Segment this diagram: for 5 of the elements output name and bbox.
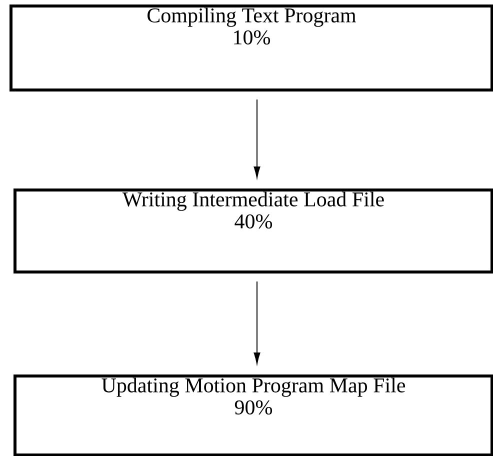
process-box: Writing Intermediate Load File 40% <box>14 188 493 274</box>
process-box: Compiling Text Program 10% <box>10 4 493 92</box>
arrow <box>254 281 260 364</box>
arrow <box>254 99 260 178</box>
process-box: Updating Motion Program Map File 90% <box>14 374 493 456</box>
